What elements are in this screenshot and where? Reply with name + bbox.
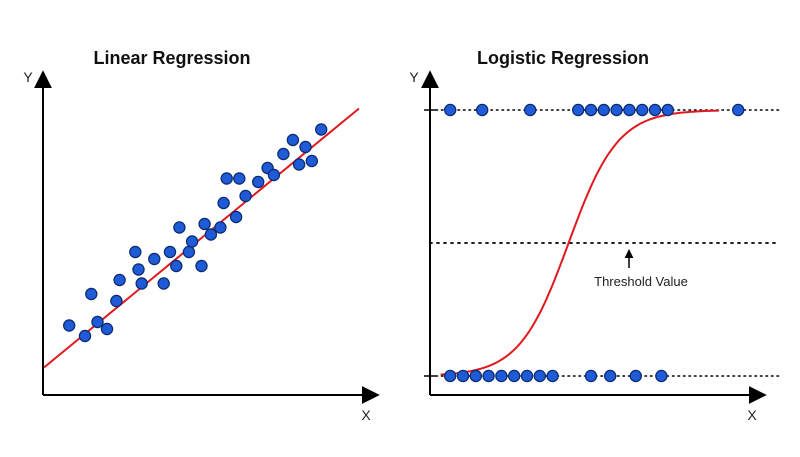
linear-data-point [170,259,183,273]
linear-data-point [182,245,196,259]
linear-data-point [204,228,218,241]
logistic-point-class-0 [520,369,534,383]
linear-data-point [252,175,265,189]
logistic-point-class-0 [482,369,495,383]
linear-data-point [198,217,211,231]
linear-fit-line [43,107,360,369]
linear-data-point [62,319,76,332]
linear-data-point [229,210,243,224]
logistic-point-class-0 [495,369,508,383]
logistic-point-class-0 [604,369,617,383]
threshold-value-label: Threshold Value [594,274,688,289]
linear-data-point [286,133,300,147]
linear-data-point [277,147,290,161]
logistic-point-class-1 [610,103,623,117]
linear-data-point [267,168,281,182]
logistic-point-class-1 [636,103,649,117]
logistic-point-class-0 [546,369,559,383]
logistic-point-class-1 [648,103,662,117]
logistic-point-class-0 [456,369,470,383]
logistic-regression-title: Logistic Regression [477,48,649,68]
logistic-point-class-1 [597,103,611,117]
logistic-point-class-0 [444,369,457,383]
linear-data-point [315,123,328,136]
linear-data-point [233,172,246,185]
logistic-regression-panel: Logistic Regression Y X Threshold Value [409,48,781,423]
linear-data-point [239,189,252,203]
linear-regression-title: Linear Regression [93,48,250,68]
linear-y-axis-label: Y [23,69,33,85]
linear-data-point [135,277,148,290]
logistic-point-class-1 [572,103,585,117]
linear-data-points [62,123,328,343]
logistic-point-class-1 [623,103,636,117]
logistic-point-class-0 [533,369,547,383]
logistic-point-class-1 [476,103,489,117]
linear-data-point [220,172,233,185]
linear-data-point [299,140,312,154]
logistic-point-class-1 [524,103,537,117]
linear-data-point [129,245,142,259]
linear-data-point [85,287,98,301]
linear-data-point [148,252,161,266]
logistic-point-class-1 [444,103,457,117]
logistic-y-axis-label: Y [409,69,419,85]
linear-data-point [132,263,145,276]
linear-data-point [217,196,230,210]
linear-data-point [163,245,177,259]
linear-data-point [110,294,123,308]
logistic-point-class-0 [629,369,643,383]
logistic-point-class-1 [732,103,745,117]
linear-data-point [214,221,227,234]
linear-x-axis-label: X [361,407,371,423]
linear-regression-panel: Linear Regression Y X [23,48,380,423]
logistic-point-class-0 [584,369,598,383]
logistic-point-class-1 [584,103,598,117]
logistic-point-class-0 [508,369,521,383]
logistic-point-class-1 [661,103,675,117]
linear-data-point [305,154,318,168]
linear-data-point [157,277,170,290]
linear-data-point [100,322,114,336]
linear-data-point [91,315,104,329]
logistic-point-class-0 [469,369,482,383]
logistic-points-class-0 [444,369,668,383]
linear-data-point [78,329,92,343]
linear-data-point [292,158,306,171]
linear-data-point [173,221,186,234]
linear-data-point [195,259,208,273]
logistic-points-class-1 [444,103,745,117]
linear-data-point [185,235,199,248]
logistic-point-class-0 [655,369,668,383]
linear-data-point [113,273,126,287]
logistic-x-axis-label: X [747,407,757,423]
